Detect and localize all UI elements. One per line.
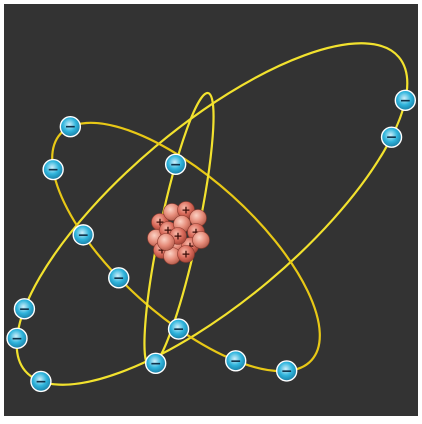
electron-sign: − <box>399 93 411 109</box>
electron-sign: − <box>113 270 125 286</box>
electron: − <box>166 154 186 174</box>
proton-sign: + <box>181 204 190 217</box>
electron-sign: − <box>150 356 162 372</box>
electron: − <box>277 361 297 381</box>
electron-sign: − <box>77 227 89 243</box>
proton: + <box>178 246 195 263</box>
neutron <box>158 234 175 251</box>
electron: − <box>169 319 189 339</box>
proton-sign: + <box>181 248 190 261</box>
electron: − <box>7 328 27 348</box>
electron: − <box>395 90 415 110</box>
electron-sign: − <box>173 322 185 338</box>
electron-sign: − <box>230 353 242 369</box>
electron: − <box>382 127 402 147</box>
electron: − <box>31 371 51 391</box>
electron-sign: − <box>281 363 293 379</box>
electron-sign: − <box>47 162 59 178</box>
electron-sign: − <box>386 130 398 146</box>
electron-sign: − <box>11 331 23 347</box>
electron-sign: − <box>170 157 182 173</box>
electron: − <box>146 353 166 373</box>
electron-sign: − <box>19 301 31 317</box>
proton-sign: + <box>173 230 182 243</box>
dark-background <box>4 4 418 416</box>
electron: − <box>43 160 63 180</box>
electron: − <box>226 351 246 371</box>
electron: − <box>73 225 93 245</box>
electron: − <box>60 117 80 137</box>
electron-sign: − <box>35 374 47 390</box>
electron-sign: − <box>64 119 76 135</box>
neutron <box>193 232 210 249</box>
electron: − <box>109 268 129 288</box>
electron: − <box>14 299 34 319</box>
